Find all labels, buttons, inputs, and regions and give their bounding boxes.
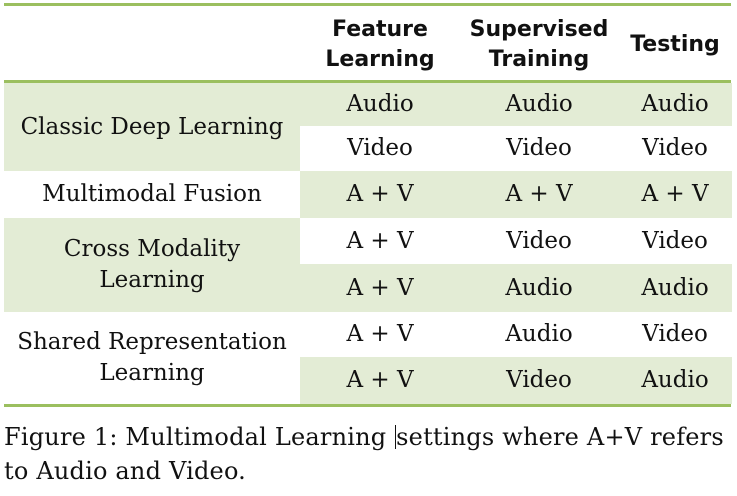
- table-cell: Audio: [460, 264, 618, 312]
- header-rule: [4, 80, 731, 83]
- table-cell: Audio: [300, 83, 460, 126]
- table-cell: A + V: [346, 321, 414, 347]
- header-supervised-training: Supervised Training: [469, 17, 609, 72]
- caption-text-start: Figure 1: Multimodal Learning: [4, 423, 395, 451]
- table-cell: A + V: [346, 227, 414, 254]
- table-cell: Video: [460, 357, 618, 404]
- table-cell: A + V: [460, 171, 618, 218]
- table-cell: Audio: [460, 83, 618, 126]
- table-cell: A + V: [300, 264, 460, 312]
- table-cell: Audio: [618, 264, 732, 312]
- table-cell: Video: [347, 135, 413, 161]
- text-cursor: [395, 425, 397, 449]
- table-cell: A + V: [300, 357, 460, 404]
- top-rule: [4, 3, 731, 6]
- table-cell: Video: [506, 227, 572, 254]
- bottom-rule: [4, 404, 731, 407]
- table-cell: Video: [506, 135, 572, 161]
- table-cell: Video: [642, 227, 708, 254]
- group-label-fusion: Multimodal Fusion: [42, 181, 262, 207]
- figure-caption[interactable]: Figure 1: Multimodal Learning settings w…: [4, 420, 732, 488]
- group-label-cross-modality: Cross Modality Learning: [4, 218, 300, 312]
- group-label-shared-representation: Shared Representation Learning: [17, 329, 287, 386]
- table-cell: A + V: [618, 171, 732, 218]
- table-cell: Video: [642, 135, 708, 161]
- header-testing: Testing: [630, 32, 720, 57]
- table-cell: Audio: [505, 321, 573, 347]
- table-cell: A + V: [300, 171, 460, 218]
- caption-text-end: settings where A+V refers to Audio and V…: [4, 423, 724, 485]
- table-cell: Audio: [618, 83, 732, 126]
- table-cell: Video: [642, 321, 708, 347]
- group-label-classic: Classic Deep Learning: [4, 83, 300, 171]
- table-cell: Audio: [618, 357, 732, 404]
- header-feature-learning: Feature Learning: [325, 17, 435, 72]
